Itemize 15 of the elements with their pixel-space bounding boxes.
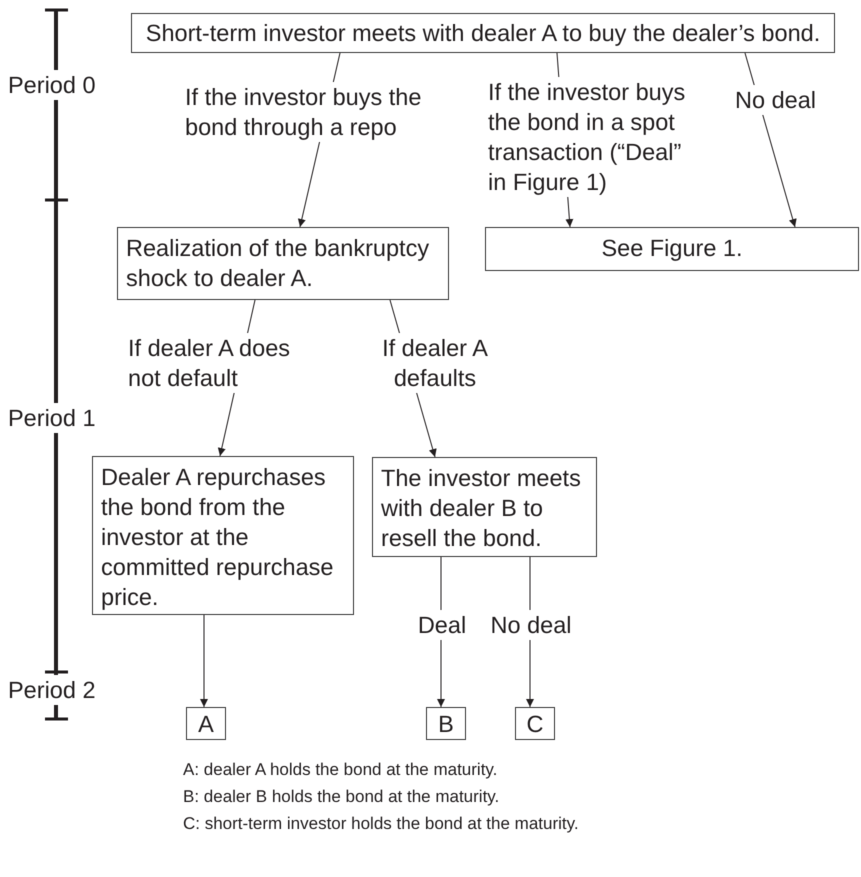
- outcome-box: Dealer A repurchases the bond from the investor at the committed repurchase price.: [92, 456, 354, 615]
- outcome-box: C: [515, 707, 555, 740]
- outcome-box: A: [186, 707, 226, 740]
- event-box: Realization of the bankruptcy shock to dealer A.: [117, 227, 449, 300]
- legend-note: A: dealer A holds the bond at the maturity.: [183, 759, 498, 781]
- arrow: [200, 614, 208, 708]
- legend-note: B: dealer B holds the bond at the maturity.: [183, 786, 500, 808]
- outcome-box: B: [426, 707, 466, 740]
- period-label: Period 0: [8, 70, 96, 100]
- period-label: Period 1: [8, 403, 96, 433]
- legend-note: C: short-term investor holds the bond at the maturity.: [183, 813, 579, 835]
- period-label: Period 2: [8, 675, 96, 705]
- event-box: Short-term investor meets with dealer A to buy the dealer’s bond.: [131, 13, 835, 53]
- event-box: The investor meets with dealer B to resell the bond.: [372, 457, 597, 557]
- reference-box: See Figure 1.: [485, 227, 859, 271]
